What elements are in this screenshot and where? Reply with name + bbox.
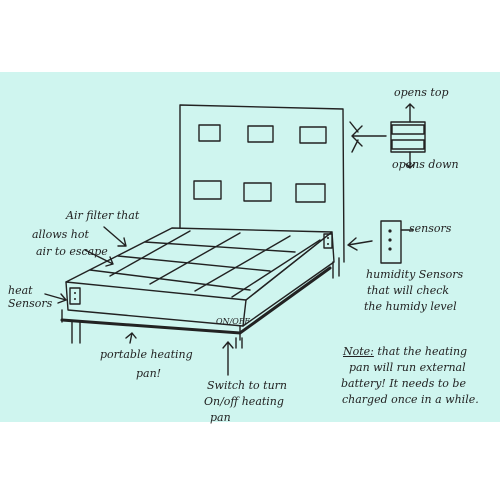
label-sensors: sensors (409, 223, 451, 235)
note-prefix: Note: (343, 345, 374, 358)
label-portable-line2: pan! (136, 368, 161, 380)
label-onoff-small: ON/OFF (216, 317, 250, 326)
label-air-filter-line2: allows hot (32, 229, 89, 241)
label-heat-sensors-line2: Sensors (8, 298, 52, 310)
label-heat-sensors-line1: heat (8, 285, 33, 297)
note-line2: pan will run external (349, 362, 466, 374)
label-opens-top: opens top (394, 87, 448, 99)
label-switch-line3: pan (210, 412, 231, 424)
humidity-sensor-box (324, 234, 332, 248)
heat-sensor-box (70, 288, 80, 304)
headboard-vents (194, 125, 326, 202)
label-portable-line1: portable heating (100, 349, 193, 361)
label-humidity-line3: the humidy level (364, 301, 457, 313)
note-line3: battery! It needs to be (341, 378, 466, 390)
label-switch-line1: Switch to turn (207, 380, 287, 392)
label-humidity-line1: humidity Sensors (366, 269, 463, 281)
label-humidity-line2: that will check (367, 285, 449, 297)
bed-base (62, 310, 242, 348)
label-air-filter-line3: air to escape (36, 246, 108, 258)
note-line1: Note: that the heating (343, 346, 467, 358)
sensor-detail (381, 221, 401, 263)
mattress-right (243, 232, 334, 326)
note-line4: charged once in a while. (342, 394, 479, 406)
label-air-filter-line1: Air filter that (66, 210, 139, 222)
label-opens-down: opens down (392, 159, 459, 171)
heating-pan (62, 268, 330, 333)
label-switch-line2: On/off heating (204, 396, 284, 408)
note-text-1: that the heating (377, 345, 467, 358)
